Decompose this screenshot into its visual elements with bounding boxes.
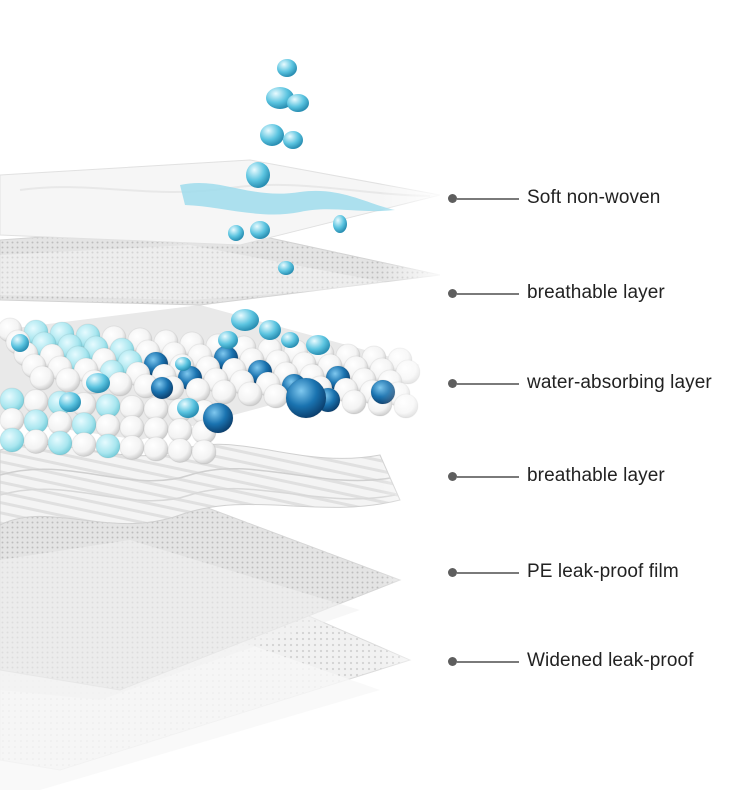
callout-widened-leak-proof: Widened leak-proof xyxy=(448,650,748,672)
blue-bead xyxy=(150,376,174,400)
white-bead xyxy=(211,379,237,405)
callout-leader-line xyxy=(457,293,519,295)
light-blue-bead xyxy=(0,427,25,453)
callout-leader-line xyxy=(457,476,519,478)
blue-bead xyxy=(202,402,234,434)
callout-label: Widened leak-proof xyxy=(527,650,694,671)
white-bead xyxy=(237,381,263,407)
callout-label: water-absorbing layer xyxy=(527,372,712,393)
callout-label: breathable layer xyxy=(527,282,665,303)
white-bead xyxy=(143,436,169,462)
white-bead xyxy=(341,389,367,415)
callout-label: Soft non-woven xyxy=(527,187,661,208)
callout-dot-icon xyxy=(448,568,457,577)
absorbent-beads xyxy=(0,317,421,465)
callout-breathable-layer-upper: breathable layer xyxy=(448,282,748,304)
white-bead xyxy=(71,432,97,457)
blue-bead xyxy=(285,377,327,419)
callout-pe-leak-proof-film: PE leak-proof film xyxy=(448,561,748,583)
callout-leader-line xyxy=(457,661,519,663)
white-bead xyxy=(29,365,55,391)
callout-leader-line xyxy=(457,198,519,200)
callout-water-absorbing-layer: water-absorbing layer xyxy=(448,372,748,394)
callout-dot-icon xyxy=(448,194,457,203)
lower-breathable-layer-sheet xyxy=(0,443,401,526)
white-bead xyxy=(119,435,145,460)
callout-dot-icon xyxy=(448,379,457,388)
white-bead xyxy=(23,429,49,454)
callout-dot-icon xyxy=(448,472,457,481)
white-bead xyxy=(55,367,81,393)
callout-soft-non-woven: Soft non-woven xyxy=(448,187,748,209)
light-blue-bead xyxy=(95,433,121,459)
white-bead xyxy=(263,383,289,409)
water-absorbing-layer-block xyxy=(0,305,421,465)
callout-dot-icon xyxy=(448,289,457,298)
callout-leader-line xyxy=(457,383,519,385)
light-blue-bead xyxy=(47,430,73,456)
callout-breathable-layer-lower: breathable layer xyxy=(448,465,748,487)
water-droplets xyxy=(11,59,347,418)
callout-dot-icon xyxy=(448,657,457,666)
callout-leader-line xyxy=(457,572,519,574)
callout-label: PE leak-proof film xyxy=(527,561,679,582)
callout-label: breathable layer xyxy=(527,465,665,486)
white-bead xyxy=(107,371,133,397)
white-bead xyxy=(167,438,193,463)
upper-breathable-layer-sheet xyxy=(0,224,441,306)
soft-non-woven-sheet xyxy=(0,159,441,246)
white-bead xyxy=(191,439,217,465)
